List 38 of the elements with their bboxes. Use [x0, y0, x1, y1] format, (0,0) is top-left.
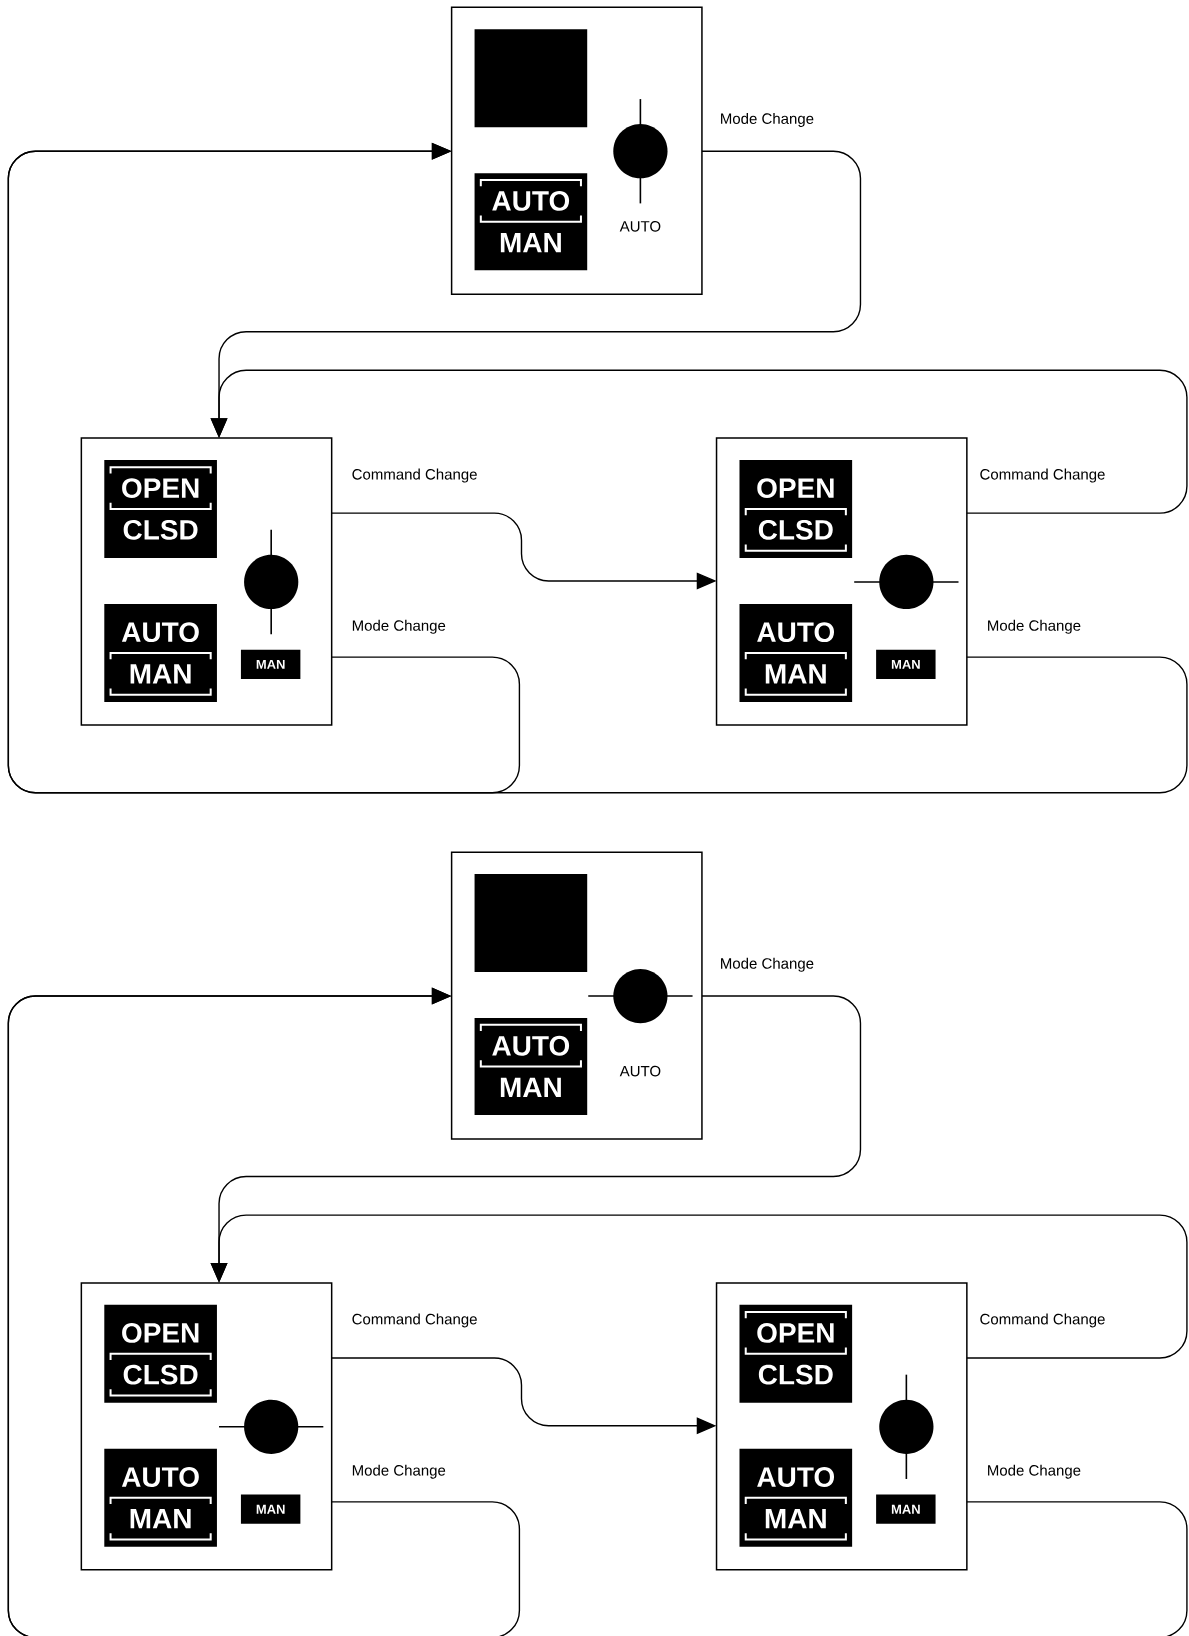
edge-label: Command Change [350, 467, 479, 484]
edge-label: Mode Change [350, 618, 447, 635]
state-label: AUTO [619, 221, 661, 232]
edge-label: Command Change [978, 467, 1107, 484]
panel-box [715, 437, 968, 726]
edge-label: Command Change [350, 1312, 479, 1329]
arrow [7, 142, 1188, 794]
panel-box [80, 437, 333, 726]
status-badge: MAN [240, 1494, 301, 1524]
panel-box [80, 1282, 333, 1571]
selector-switch: OPEN CLSD [104, 459, 217, 558]
edge-label: Command Change [978, 1312, 1107, 1329]
display-square [474, 874, 588, 973]
edge-label: Mode Change [350, 1463, 447, 1480]
edge-label: Mode Change [718, 111, 816, 128]
selector-switch: AUTO MAN [739, 1448, 853, 1547]
panel-box [450, 851, 703, 1140]
display-square [474, 29, 588, 128]
selector-switch: OPEN CLSD [104, 1304, 217, 1403]
status-badge: MAN [876, 1494, 936, 1524]
status-badge: MAN [876, 649, 936, 679]
selector-switch: AUTO MAN [104, 603, 217, 702]
status-badge: MAN [240, 649, 301, 679]
edge-label: Mode Change [985, 618, 1083, 635]
selector-switch: AUTO MAN [104, 1448, 217, 1547]
selector-switch: AUTO MAN [739, 603, 853, 702]
panel-box [450, 6, 703, 295]
selector-switch: OPEN CLSD [739, 459, 853, 558]
arrow [210, 1214, 1188, 1359]
selector-switch: AUTO MAN [474, 173, 588, 271]
panel-box [715, 1282, 968, 1571]
state-label: AUTO [619, 1065, 661, 1077]
edge-label: Mode Change [718, 956, 816, 973]
arrow [7, 987, 1188, 1636]
edge-label: Mode Change [985, 1463, 1083, 1480]
selector-switch: AUTO MAN [474, 1017, 588, 1115]
arrow [210, 369, 1188, 514]
selector-switch: OPEN CLSD [739, 1304, 853, 1403]
